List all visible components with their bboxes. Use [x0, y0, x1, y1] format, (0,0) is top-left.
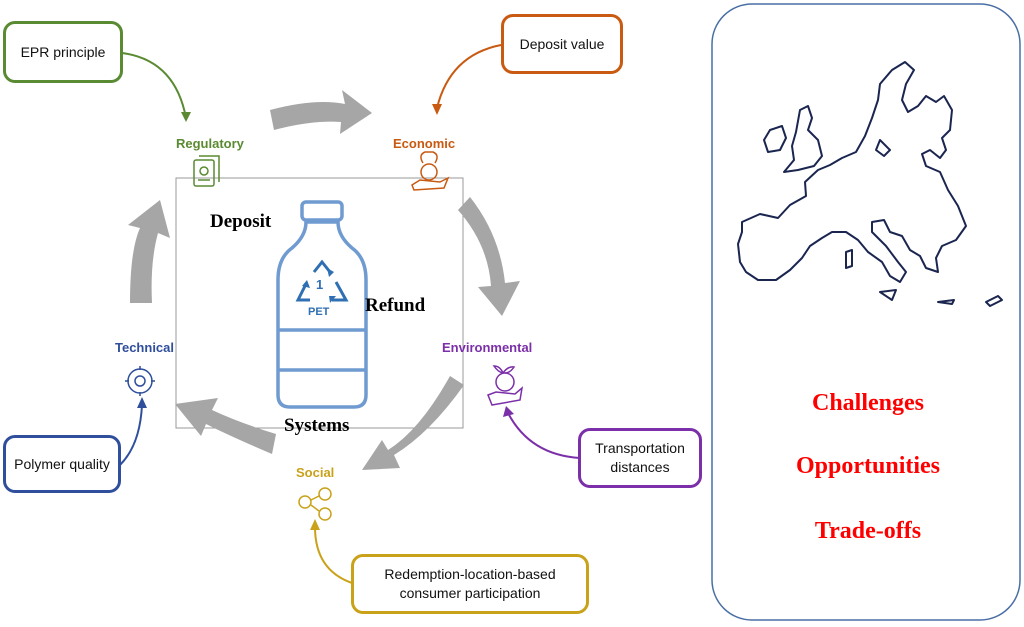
recycle-code: 1 — [316, 277, 324, 292]
label-economic: Economic — [393, 136, 456, 151]
cycle-arrow-bottom-right — [362, 376, 464, 470]
side-item-trade-offs: Trade-offs — [814, 518, 922, 544]
factor-polymer-quality: Polymer quality — [14, 455, 110, 472]
factor-deposit-value: Deposit value — [519, 35, 605, 52]
factor-epr-principle: EPR principle — [20, 43, 106, 60]
center-word-refund: Refund — [365, 295, 426, 316]
center-word-systems: Systems — [284, 415, 350, 436]
center-word-deposit: Deposit — [210, 211, 272, 232]
material-label: PET — [308, 306, 330, 318]
people-network-icon — [298, 487, 332, 521]
side-item-challenges: Challenges — [811, 390, 924, 416]
connector-technical — [119, 404, 143, 466]
money-hand-icon — [411, 151, 450, 191]
bottle-icon — [276, 200, 368, 409]
connector-environmental — [507, 412, 581, 459]
cycle-arrow-bottom-left — [175, 398, 276, 454]
label-technical: Technical — [115, 340, 175, 355]
factor-redemption-participation: Redemption-location-based consumer parti… — [384, 566, 556, 601]
connector-social — [314, 526, 353, 584]
side-item-opportunities: Opportunities — [795, 453, 941, 479]
factor-box-regulatory: EPR principle — [3, 21, 123, 83]
side-panel-frame — [711, 3, 1021, 621]
certificate-icon — [193, 155, 220, 187]
factor-box-social: Redemption-location-based consumer parti… — [351, 554, 589, 614]
cycle-arrow-right — [458, 197, 520, 316]
factor-box-economic: Deposit value — [501, 14, 623, 74]
factor-transportation-distances: Transportation distances — [595, 440, 685, 475]
earth-hand-icon — [487, 365, 524, 406]
label-environmental: Environmental — [442, 340, 533, 355]
label-regulatory: Regulatory — [176, 136, 244, 151]
cycle-arrow-left — [128, 200, 170, 303]
europe-map — [737, 61, 1003, 307]
label-social: Social — [296, 465, 335, 480]
factor-box-environmental: Transportation distances — [578, 428, 702, 488]
factor-box-technical: Polymer quality — [3, 435, 121, 493]
cycle-arrow-top — [270, 90, 372, 134]
connector-regulatory — [121, 52, 187, 119]
center-frame — [175, 177, 464, 429]
connector-economic — [436, 44, 502, 109]
gear-icon — [125, 366, 155, 396]
cycle-arrows — [128, 90, 520, 470]
